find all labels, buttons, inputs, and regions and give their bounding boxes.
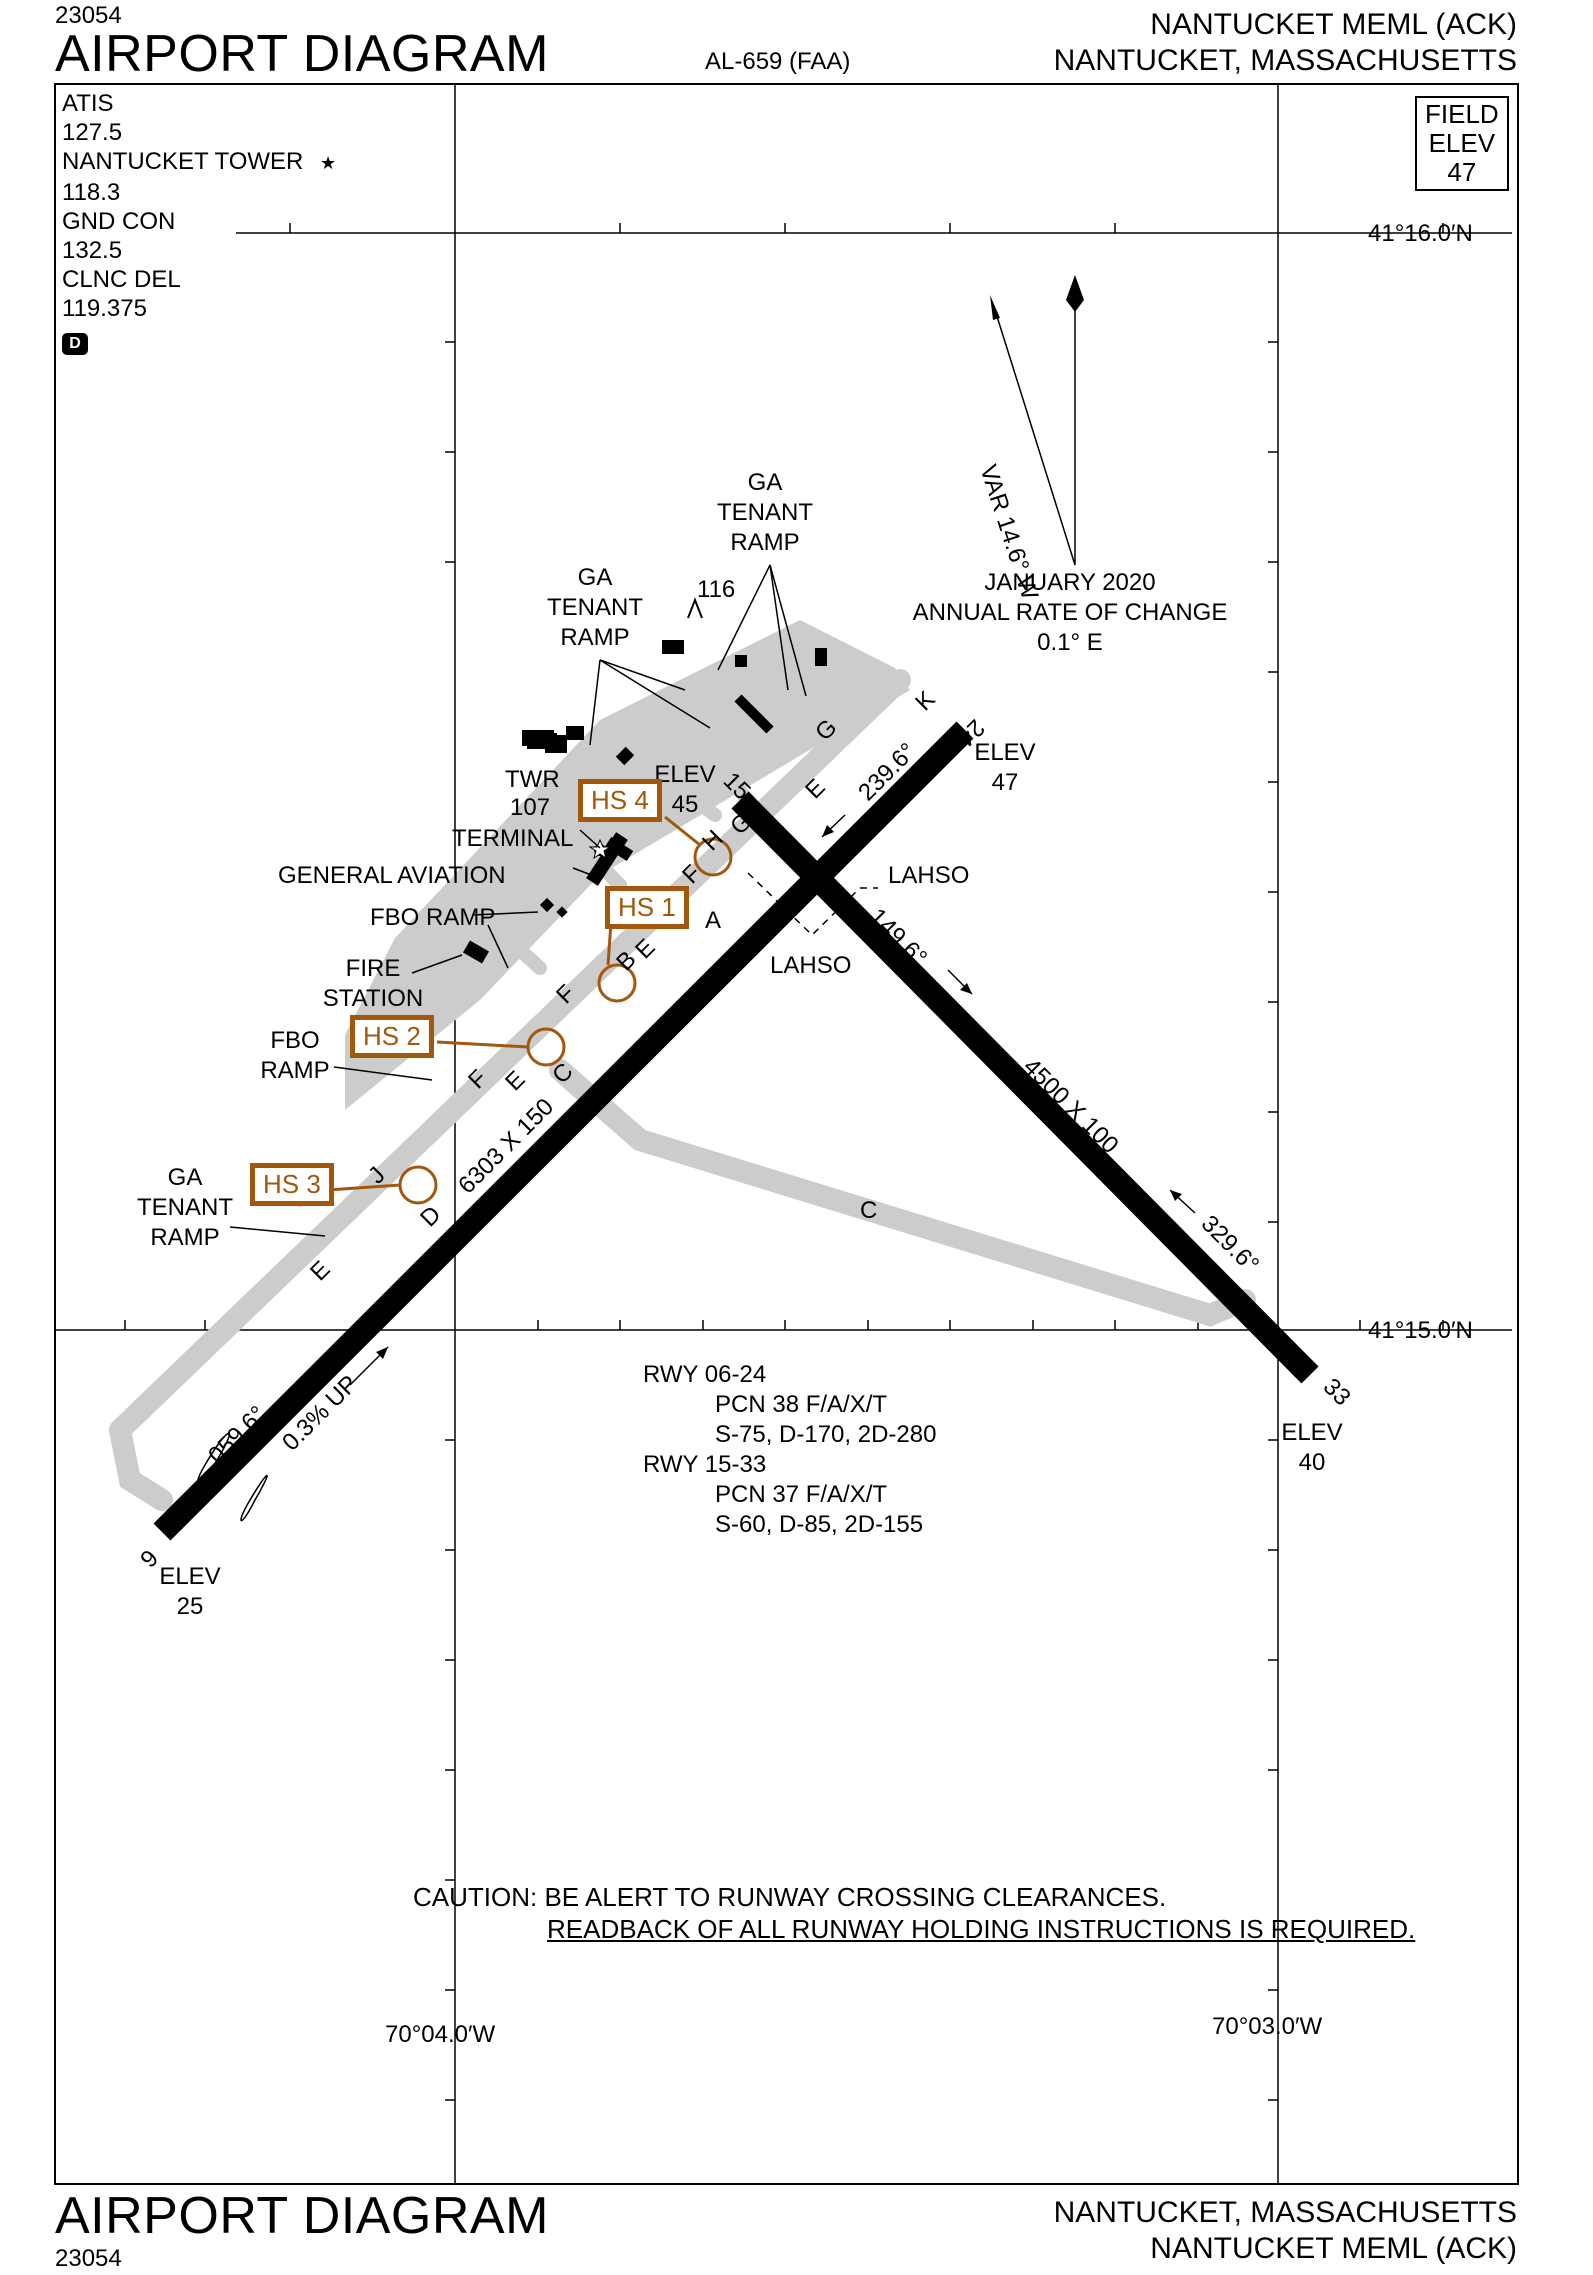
taxiway-e [109, 669, 911, 1441]
rwy2-strength: S-60, D-85, 2D-155 [715, 1511, 924, 1538]
graticule [55, 84, 1512, 2184]
runway-15-33 [731, 791, 1319, 1384]
elev-rwy6: ELEV 25 [159, 1563, 221, 1620]
taxiway-c-label: C [860, 1197, 877, 1224]
hot-spot-3-circle [398, 1165, 438, 1205]
tower-value: 118.3 [62, 179, 121, 206]
rwy1-label: RWY 06-24 [643, 1361, 767, 1388]
caution-prefix: CAUTION: [413, 1882, 538, 1912]
tower-name: NANTUCKET TOWER ★ [62, 148, 337, 175]
rwy2-pcn: PCN 37 F/A/X/T [715, 1481, 888, 1508]
north-arrows [990, 275, 1084, 566]
fbo-ramp-label-2: FBO RAMP [260, 1027, 330, 1084]
frequency-list: ATIS 127.5 NANTUCKET TOWER ★ 118.3 GND C… [62, 89, 336, 355]
magnetic-info: JANUARY 2020 ANNUAL RATE OF CHANGE 0.1° … [912, 569, 1228, 656]
main-apron [345, 620, 910, 1110]
runway-06-24 [153, 721, 974, 1541]
hot-spot-1-box[interactable]: HS 1 [605, 886, 689, 929]
location-top: NANTUCKET, MASSACHUSETTS [1053, 44, 1517, 77]
ga-hangar [734, 694, 774, 734]
field-elevation-box: FIELD ELEV 47 [1415, 96, 1509, 191]
caution-text-1: BE ALERT TO RUNWAY CROSSING CLEARANCES. [544, 1882, 1167, 1912]
taxiway-h [713, 763, 755, 807]
rwy1-strength: S-75, D-170, 2D-280 [715, 1421, 937, 1448]
doc-number-bottom: 23054 [55, 2245, 122, 2272]
lat-north-label: 41°16.0′N [1368, 220, 1473, 247]
fbo-ramp-label: FBO RAMP [370, 904, 496, 931]
hot-spot-1-circle [597, 963, 637, 1003]
runway-info-block: RWY 06-24 PCN 38 F/A/X/T S-75, D-170, 2D… [643, 1360, 936, 1540]
taxiway-f [688, 793, 722, 822]
caution-line-1: CAUTION: BE ALERT TO RUNWAY CROSSING CLE… [413, 1882, 1166, 1913]
airport-name-bottom: NANTUCKET MEML (ACK) [1150, 2232, 1517, 2265]
hot-spot-4-box[interactable]: HS 4 [578, 779, 662, 822]
buildings [462, 640, 827, 964]
tower-star-icon: ★ [320, 153, 337, 173]
airport-name-top: NANTUCKET MEML (ACK) [1150, 8, 1517, 41]
lat-south-label: 41°15.0′N [1368, 1317, 1473, 1344]
title-top: AIRPORT DIAGRAM [55, 25, 549, 83]
taxiway-c-connector [513, 943, 547, 975]
clearance-value: 119.375 [62, 295, 147, 322]
class-d-badge-icon: D [62, 333, 88, 355]
hot-spot-2-box[interactable]: HS 2 [350, 1015, 434, 1058]
lahso-label-1: LAHSO [888, 862, 970, 889]
ga-tenant-ramp-label-2: GA TENANT RAMP [547, 564, 643, 651]
taxiway-k [853, 653, 897, 697]
lon-east-label: 70°03.0′W [1212, 2013, 1323, 2040]
taxiway-d-label: D [415, 1201, 446, 1232]
clearance-name: CLNC DEL [62, 266, 181, 293]
lahso-label-2: LAHSO [770, 952, 852, 979]
tower-label: TWR [505, 766, 560, 793]
tower-height: 107 [510, 794, 551, 821]
obstacle-symbol [687, 597, 703, 619]
atis-value: 127.5 [62, 119, 123, 146]
ground-name: GND CON [62, 208, 176, 235]
callout-arrows [229, 564, 807, 1237]
procedure-id: AL-659 (FAA) [705, 48, 851, 75]
lon-west-label: 70°04.0′W [385, 2021, 496, 2048]
terminal-label: TERMINAL [452, 825, 574, 852]
doc-number-top: 23054 [55, 2, 122, 29]
taxiway-a-label: A [705, 907, 721, 934]
ground-value: 132.5 [62, 237, 123, 264]
tower-icon [588, 838, 612, 860]
rwy1-pcn: PCN 38 F/A/X/T [715, 1391, 888, 1418]
rwy2-label: RWY 15-33 [643, 1451, 767, 1478]
elev-rwy15: ELEV 45 [654, 761, 716, 818]
caution-line-2: READBACK OF ALL RUNWAY HOLDING INSTRUCTI… [547, 1914, 1416, 1944]
hot-spot-3-box[interactable]: HS 3 [250, 1163, 334, 1206]
title-bottom: AIRPORT DIAGRAM [55, 2187, 549, 2245]
obstacle-height: 116 [697, 576, 736, 603]
hot-spot-4-circle [693, 837, 733, 877]
location-bottom: NANTUCKET, MASSACHUSETTS [1053, 2196, 1517, 2229]
taxiway-k-label: K [910, 686, 940, 716]
ga-tenant-ramp-label-1: GA TENANT RAMP [717, 469, 813, 556]
fire-station-label: FIRE STATION [322, 955, 424, 1012]
elev-rwy24: ELEV 47 [974, 739, 1036, 796]
approach-lights-symbols [197, 1432, 268, 1522]
general-aviation-label: GENERAL AVIATION [278, 862, 506, 889]
taxiway-e-end [109, 1419, 173, 1511]
ga-tenant-ramp-label-3: GA TENANT RAMP [137, 1164, 233, 1251]
runway-33-number: 33 [1318, 1373, 1356, 1411]
lahso-lines [747, 872, 878, 937]
chart-frame [54, 83, 1519, 2185]
elev-rwy33: ELEV 40 [1281, 1419, 1343, 1476]
atis-name: ATIS [62, 90, 114, 117]
runways [153, 721, 1319, 1541]
